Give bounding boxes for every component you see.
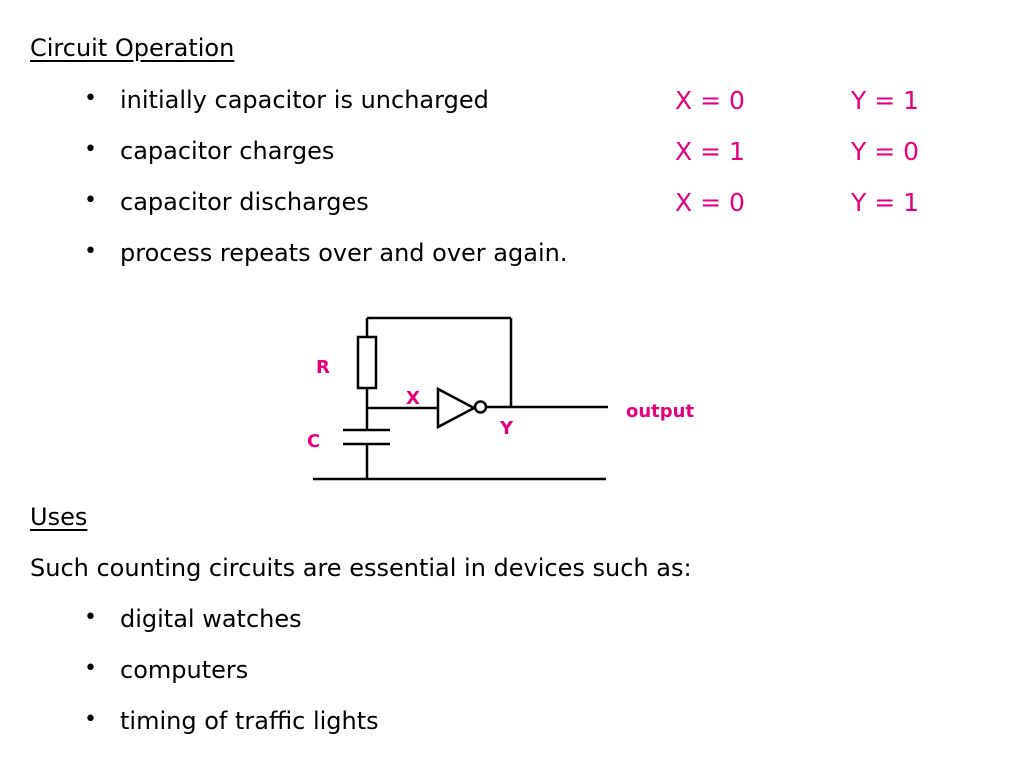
label-r: R: [316, 357, 330, 378]
label-x: X: [406, 388, 420, 409]
x-value: X = 0: [675, 188, 745, 217]
operation-bullet-3: • capacitor discharges X = 0 Y = 1: [0, 188, 1024, 222]
uses-bullet-3: • timing of traffic lights: [0, 707, 1024, 741]
x-value: X = 0: [675, 86, 745, 115]
bullet-mark: •: [84, 188, 97, 213]
bullet-mark: •: [84, 707, 97, 732]
bullet-text: timing of traffic lights: [120, 707, 379, 735]
uses-bullet-1: • digital watches: [0, 605, 1024, 639]
y-value: Y = 1: [851, 86, 920, 115]
bullet-mark: •: [84, 605, 97, 630]
label-c: C: [307, 431, 320, 452]
inverter-bubble: [473, 400, 488, 414]
x-value: X = 1: [675, 137, 745, 166]
bullet-mark: •: [84, 656, 97, 681]
label-y: Y: [499, 418, 514, 439]
bullet-text: capacitor charges: [120, 137, 335, 165]
uses-intro: Such counting circuits are essential in …: [30, 554, 692, 582]
y-value: Y = 1: [851, 188, 920, 217]
bullet-text: initially capacitor is uncharged: [120, 86, 489, 114]
bullet-text: capacitor discharges: [120, 188, 369, 216]
bullet-text: digital watches: [120, 605, 302, 633]
inverter-triangle: [436, 386, 477, 430]
resistor-symbol: [356, 335, 378, 390]
operation-bullet-4: • process repeats over and over again.: [0, 239, 1024, 273]
circuit-operation-heading: Circuit Operation: [30, 34, 235, 62]
uses-bullet-2: • computers: [0, 656, 1024, 690]
operation-bullet-2: • capacitor charges X = 1 Y = 0: [0, 137, 1024, 171]
bullet-text: computers: [120, 656, 249, 684]
bullet-text: process repeats over and over again.: [120, 239, 568, 267]
bullet-mark: •: [84, 239, 97, 264]
label-output: output: [626, 401, 694, 422]
y-value: Y = 0: [851, 137, 920, 166]
uses-heading: Uses: [30, 503, 88, 531]
bullet-mark: •: [84, 86, 97, 111]
operation-bullet-1: • initially capacitor is uncharged X = 0…: [0, 86, 1024, 120]
bullet-mark: •: [84, 137, 97, 162]
